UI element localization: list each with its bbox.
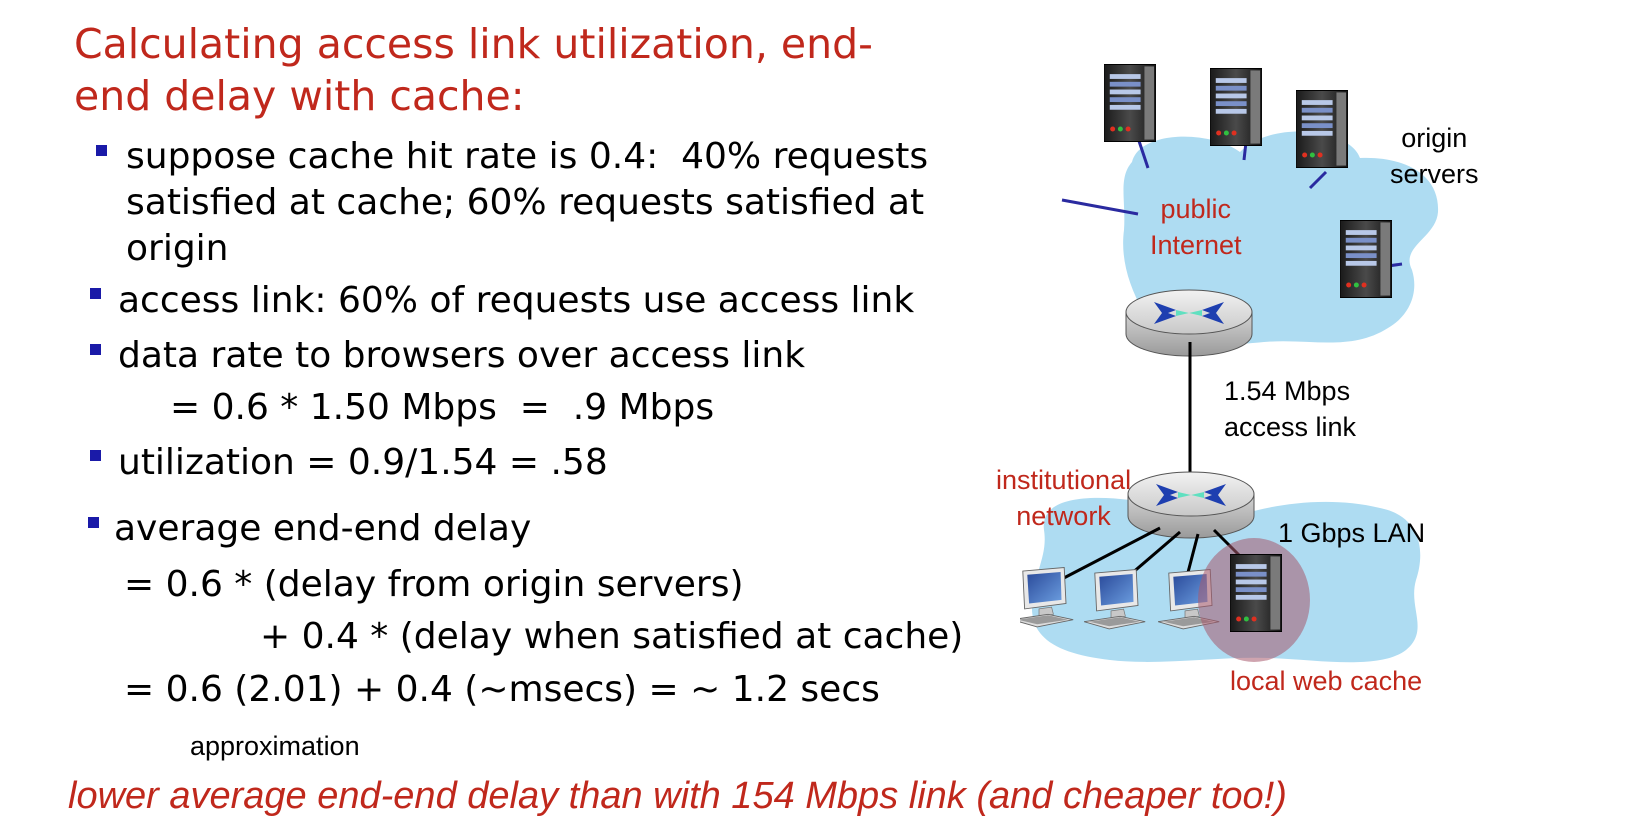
institutional-router-icon [1127, 471, 1255, 539]
bullet-delay-line-3: + 0.4 * (delay when satisfied at cache) [260, 616, 964, 657]
bullet-marker [96, 145, 107, 156]
subtitle-line-2: end delay with cache: [74, 72, 525, 120]
bullet-marker [90, 450, 101, 461]
origin-server-icon [1104, 64, 1156, 142]
label-access-link: 1.54 Mbps access link [1224, 376, 1357, 442]
subtitle-line-1: Calculating access link utilization, end… [74, 20, 873, 68]
origin-server-icon [1296, 90, 1348, 168]
bullet-cache-hit-line-2: satisfied at cache; 60% requests satisfi… [126, 182, 925, 223]
label-institutional-network: institutional network [996, 465, 1132, 531]
bullet-delay-line-1: average end-end delay [114, 508, 532, 549]
bullet-data-rate-line-1: data rate to browsers over access link [118, 335, 806, 376]
bullet-marker [90, 288, 101, 299]
footer-conclusion: lower average end-end delay than with 15… [68, 775, 1287, 817]
bullet-delay-line-2: = 0.6 * (delay from origin servers) [124, 564, 744, 605]
label-local-web-cache: local web cache [1230, 666, 1423, 696]
bullet-data-rate-line-2: = 0.6 * 1.50 Mbps = .9 Mbps [170, 387, 715, 428]
bullet-access-link: access link: 60% of requests use access … [118, 280, 915, 321]
approximation-note: approximation [190, 731, 360, 761]
bullet-cache-hit-line-1: suppose cache hit rate is 0.4: 40% reque… [126, 136, 929, 177]
bullet-cache-hit-line-3: origin [126, 228, 229, 269]
origin-server-icon [1210, 68, 1262, 146]
origin-server-icon [1340, 220, 1392, 298]
bullet-delay-line-4: = 0.6 (2.01) + 0.4 (~msecs) = ~ 1.2 secs [124, 669, 880, 710]
network-diagram [1020, 64, 1439, 663]
local-cache-server-icon [1230, 554, 1282, 632]
bullet-marker [90, 344, 101, 355]
label-lan: 1 Gbps LAN [1278, 518, 1426, 548]
subtitle: Calculating access link utilization, end… [74, 18, 873, 122]
bullet-utilization: utilization = 0.9/1.54 = .58 [118, 442, 608, 483]
label-origin-servers: origin servers [1390, 123, 1479, 189]
label-public-internet: public Internet [1150, 194, 1242, 260]
bullet-marker [88, 517, 99, 528]
